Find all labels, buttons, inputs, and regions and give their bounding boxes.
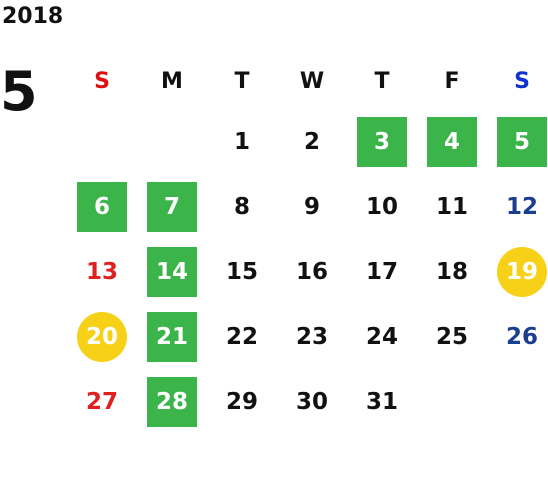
- weekday-cell-mon: M: [137, 53, 207, 109]
- calendar-day-cell[interactable]: 28: [137, 369, 207, 434]
- calendar-day-cell[interactable]: 30: [277, 369, 347, 434]
- calendar-day-number[interactable]: 27: [85, 388, 118, 415]
- calendar-day-cell[interactable]: 24: [347, 304, 417, 369]
- calendar-day-number[interactable]: 22: [225, 323, 258, 350]
- calendar-day-cell[interactable]: 8: [207, 174, 277, 239]
- calendar-day-cell[interactable]: 26: [487, 304, 548, 369]
- calendar-day-number[interactable]: 21: [147, 311, 197, 362]
- calendar-day-cell[interactable]: 25: [417, 304, 487, 369]
- calendar-day-cell[interactable]: 22: [207, 304, 277, 369]
- calendar-day-number[interactable]: 25: [435, 323, 468, 350]
- weekday-cell-sat: S: [487, 53, 548, 109]
- calendar-day-cell: [67, 109, 137, 174]
- calendar-day-cell[interactable]: 6: [67, 174, 137, 239]
- calendar-day-number[interactable]: 9: [303, 193, 320, 220]
- calendar-day-cell[interactable]: 9: [277, 174, 347, 239]
- calendar-day-cell[interactable]: 16: [277, 239, 347, 304]
- calendar-day-number[interactable]: 12: [505, 193, 538, 220]
- calendar-day-number[interactable]: 5: [497, 116, 547, 167]
- weekday-label-tue: T: [234, 68, 250, 94]
- weekday-label-sun: S: [94, 68, 110, 94]
- calendar-day-cell[interactable]: 21: [137, 304, 207, 369]
- calendar-day-cell: [137, 109, 207, 174]
- calendar-day-number[interactable]: 30: [295, 388, 328, 415]
- weekday-cell-sun: S: [67, 53, 137, 109]
- calendar-day-number[interactable]: 1: [233, 128, 250, 155]
- calendar-day-number[interactable]: 15: [225, 258, 258, 285]
- calendar-day-number[interactable]: 16: [295, 258, 328, 285]
- calendar-day-number[interactable]: 4: [427, 116, 477, 167]
- calendar-day-number[interactable]: 31: [365, 388, 398, 415]
- calendar-day-cell[interactable]: 11: [417, 174, 487, 239]
- calendar-day-cell[interactable]: 14: [137, 239, 207, 304]
- calendar-day-number[interactable]: 19: [497, 246, 547, 297]
- calendar-day-number[interactable]: 24: [365, 323, 398, 350]
- calendar-day-cell[interactable]: 1: [207, 109, 277, 174]
- calendar-day-cell[interactable]: 20: [67, 304, 137, 369]
- calendar-day-number[interactable]: 20: [77, 311, 127, 362]
- calendar-day-cell[interactable]: 13: [67, 239, 137, 304]
- weekday-label-fri: F: [444, 68, 460, 94]
- calendar-day-cell[interactable]: 2: [277, 109, 347, 174]
- weekday-cell-thu: T: [347, 53, 417, 109]
- weekday-label-sat: S: [514, 68, 530, 94]
- calendar-day-number[interactable]: 17: [365, 258, 398, 285]
- calendar-day-number[interactable]: 18: [435, 258, 468, 285]
- calendar-week-row: 27 28 29 30 31: [67, 369, 548, 434]
- calendar-day-cell[interactable]: 18: [417, 239, 487, 304]
- calendar-week-row: 13 14 15 16 17 18 19: [67, 239, 548, 304]
- calendar-day-number[interactable]: 29: [225, 388, 258, 415]
- calendar-day-number[interactable]: 7: [147, 181, 197, 232]
- calendar-day-cell[interactable]: 7: [137, 174, 207, 239]
- calendar-day-number[interactable]: 11: [435, 193, 468, 220]
- calendar-day-number[interactable]: 2: [303, 128, 320, 155]
- calendar-day-cell: [417, 369, 487, 434]
- calendar-week-row: 20 21 22 23 24 25 26: [67, 304, 548, 369]
- calendar-day-number[interactable]: 13: [85, 258, 118, 285]
- weekday-label-mon: M: [161, 68, 183, 94]
- calendar-day-cell[interactable]: 3: [347, 109, 417, 174]
- month-label: 5: [0, 60, 38, 123]
- calendar-day-cell: [487, 369, 548, 434]
- weekday-header-row: S M T W T F S: [67, 53, 548, 109]
- calendar-day-number[interactable]: 8: [233, 193, 250, 220]
- calendar-day-cell[interactable]: 27: [67, 369, 137, 434]
- year-label: 2018: [2, 4, 64, 29]
- weekday-cell-fri: F: [417, 53, 487, 109]
- calendar-day-cell[interactable]: 23: [277, 304, 347, 369]
- calendar-day-number[interactable]: 10: [365, 193, 398, 220]
- calendar-day-number[interactable]: 26: [505, 323, 538, 350]
- calendar-day-cell[interactable]: 29: [207, 369, 277, 434]
- calendar-day-cell[interactable]: 15: [207, 239, 277, 304]
- weekday-cell-wed: W: [277, 53, 347, 109]
- calendar-day-cell[interactable]: 19: [487, 239, 548, 304]
- calendar-day-cell[interactable]: 17: [347, 239, 417, 304]
- calendar-day-cell[interactable]: 10: [347, 174, 417, 239]
- calendar-day-number[interactable]: 14: [147, 246, 197, 297]
- calendar-day-number[interactable]: 3: [357, 116, 407, 167]
- weekday-cell-tue: T: [207, 53, 277, 109]
- calendar-day-cell[interactable]: 4: [417, 109, 487, 174]
- calendar-day-cell[interactable]: 5: [487, 109, 548, 174]
- calendar-day-number[interactable]: 28: [147, 376, 197, 427]
- weekday-label-thu: T: [374, 68, 390, 94]
- calendar-day-number[interactable]: 23: [295, 323, 328, 350]
- calendar-day-cell[interactable]: 31: [347, 369, 417, 434]
- calendar-day-number[interactable]: 6: [77, 181, 127, 232]
- weekday-label-wed: W: [299, 68, 325, 94]
- calendar-day-cell[interactable]: 12: [487, 174, 548, 239]
